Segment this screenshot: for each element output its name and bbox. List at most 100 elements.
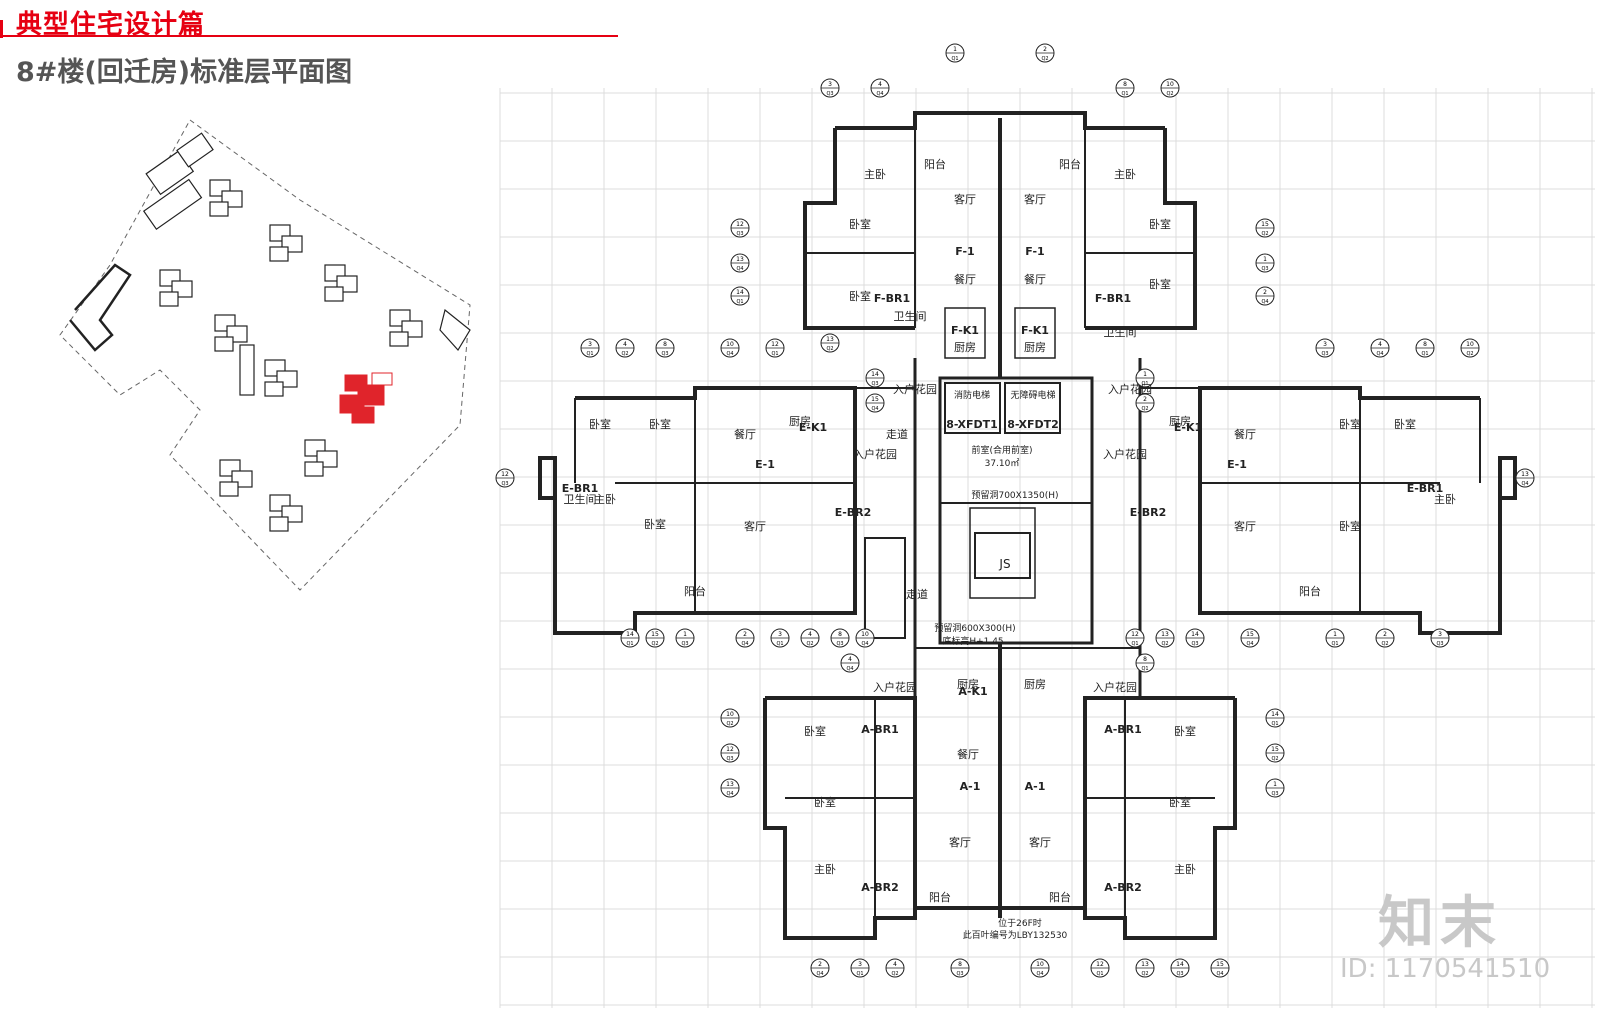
axis-bubble-sub: Q3 bbox=[661, 351, 668, 357]
axis-bubble-sub: Q2 bbox=[1261, 231, 1268, 237]
axis-bubble-sub: Q4 bbox=[726, 351, 733, 357]
opening-note-1: 预留洞700X1350(H) bbox=[971, 489, 1058, 501]
axis-bubble-number: 3 bbox=[828, 81, 832, 88]
unit-tag-ebr1-a: E-BR1 bbox=[562, 482, 599, 495]
axis-bubble-sub: Q2 bbox=[1141, 406, 1148, 412]
axis-bubble-sub: Q3 bbox=[836, 641, 843, 647]
axis-bubble-number: 12 bbox=[726, 746, 734, 753]
room-kitchen-n2: 厨房 bbox=[1024, 341, 1046, 354]
axis-bubble-sub: Q3 bbox=[1191, 641, 1198, 647]
title-accent-bar bbox=[0, 20, 3, 38]
room-entry-se: 入户花园 bbox=[1093, 680, 1137, 694]
axis-bubble-number: 14 bbox=[1271, 711, 1279, 718]
room-living-n1: 客厅 bbox=[954, 192, 976, 206]
axis-bubble-number: 15 bbox=[871, 396, 879, 403]
page-title: 8#楼(回迁房)标准层平面图 bbox=[16, 57, 353, 88]
shaft-label: JS bbox=[998, 557, 1010, 571]
axis-bubble-sub: Q4 bbox=[846, 666, 853, 672]
axis-bubble-number: 2 bbox=[1143, 396, 1147, 403]
axis-bubble-number: 15 bbox=[651, 631, 659, 638]
unit-tag-abr2-b: A-BR2 bbox=[1104, 881, 1142, 894]
axis-bubble-number: 8 bbox=[958, 961, 962, 968]
room-master-sw: 主卧 bbox=[814, 863, 836, 876]
axis-bubble-sub: Q4 bbox=[1521, 481, 1528, 487]
watermark-id: ID: 1170541510 bbox=[1340, 954, 1551, 984]
lower-wing bbox=[763, 696, 1237, 940]
axis-bubble-number: 15 bbox=[1261, 221, 1269, 228]
axis-bubble-number: 3 bbox=[588, 341, 592, 348]
axis-bubble-number: 12 bbox=[1131, 631, 1139, 638]
axis-bubble-number: 13 bbox=[736, 256, 744, 263]
room-balcony-s1: 阳台 bbox=[929, 890, 951, 904]
axis-bubble-sub: Q1 bbox=[626, 641, 633, 647]
axis-bubble-number: 10 bbox=[1466, 341, 1474, 348]
axis-bubble-number: 14 bbox=[1191, 631, 1199, 638]
axis-bubble-number: 8 bbox=[1143, 656, 1147, 663]
axis-bubble-sub: Q2 bbox=[651, 641, 658, 647]
elevator-tag-2: 8-XFDT2 bbox=[1007, 418, 1059, 431]
axis-bubble-number: 14 bbox=[626, 631, 634, 638]
room-kitchen-n1: 厨房 bbox=[954, 341, 976, 354]
axis-bubble-number: 15 bbox=[1246, 631, 1254, 638]
axis-bubble-sub: Q2 bbox=[726, 721, 733, 727]
room-master-se: 主卧 bbox=[1174, 863, 1196, 876]
axis-bubble-sub: Q4 bbox=[726, 791, 733, 797]
elevation-note: 底标高H+1.45 bbox=[942, 635, 1003, 647]
room-bed-e3: 卧室 bbox=[1339, 519, 1361, 533]
axis-bubble-number: 13 bbox=[726, 781, 734, 788]
axis-bubble-sub: Q1 bbox=[1141, 381, 1148, 387]
axis-bubble-sub: Q4 bbox=[741, 641, 748, 647]
site-plan bbox=[59, 119, 471, 591]
room-balcony-n1: 阳台 bbox=[924, 157, 946, 171]
room-kitchen-s2: 厨房 bbox=[1024, 678, 1046, 691]
elevator-label-2: 无障碍电梯 bbox=[1010, 389, 1055, 401]
slide-header: 典型住宅设计篇 8#楼(回迁房)标准层平面图 bbox=[0, 0, 620, 90]
unit-tag-ebr2-a: E-BR2 bbox=[835, 506, 872, 519]
axis-bubble-sub: Q3 bbox=[736, 231, 743, 237]
axis-bubble-number: 2 bbox=[818, 961, 822, 968]
title-underline bbox=[0, 35, 618, 37]
axis-bubble-sub: Q2 bbox=[891, 971, 898, 977]
room-living-s2: 客厅 bbox=[1029, 835, 1051, 849]
room-entry-sw: 入户花园 bbox=[873, 680, 917, 694]
drawing-grid bbox=[499, 88, 1595, 1008]
axis-bubble-sub: Q3 bbox=[871, 381, 878, 387]
room-balcony-s2: 阳台 bbox=[1049, 890, 1071, 904]
axis-bubbles: 1Q12Q23Q34Q48Q110Q212Q313Q414Q115Q21Q32Q… bbox=[495, 43, 1535, 978]
axis-bubble-sub: Q1 bbox=[736, 299, 743, 305]
axis-bubble-sub: Q2 bbox=[1466, 351, 1473, 357]
room-entry-w2: 入户花园 bbox=[893, 382, 937, 396]
highlighted-building-8 bbox=[339, 372, 393, 424]
room-bed-se2: 卧室 bbox=[1169, 795, 1191, 809]
site-boundary bbox=[59, 119, 471, 591]
axis-bubble-number: 3 bbox=[858, 961, 862, 968]
axis-bubble-number: 2 bbox=[743, 631, 747, 638]
tower-5 bbox=[214, 314, 248, 352]
axis-bubble-number: 1 bbox=[1333, 631, 1337, 638]
axis-bubble-number: 4 bbox=[893, 961, 897, 968]
axis-bubble-sub: Q1 bbox=[1096, 971, 1103, 977]
axis-bubble-number: 8 bbox=[663, 341, 667, 348]
axis-bubble-sub: Q4 bbox=[736, 266, 743, 272]
axis-bubble-sub: Q4 bbox=[816, 971, 823, 977]
core-note-2: 此百叶编号为LBY132530 bbox=[963, 929, 1068, 941]
core-note-1: 位于26F时 bbox=[998, 917, 1042, 929]
axis-bubble-number: 10 bbox=[861, 631, 869, 638]
room-wc-n1: 卫生间 bbox=[894, 309, 927, 323]
unit-tag-fbr1-a: F-BR1 bbox=[874, 292, 910, 305]
left-wing bbox=[538, 386, 915, 639]
axis-bubble-sub: Q2 bbox=[1381, 641, 1388, 647]
axis-bubble-sub: Q4 bbox=[861, 641, 868, 647]
tower-4 bbox=[324, 264, 358, 302]
axis-bubble-sub: Q2 bbox=[621, 351, 628, 357]
axis-bubble-sub: Q3 bbox=[956, 971, 963, 977]
axis-bubble-number: 1 bbox=[953, 46, 957, 53]
axis-bubble-number: 2 bbox=[1263, 289, 1267, 296]
room-dining-w: 餐厅 bbox=[734, 427, 756, 441]
axis-bubble-number: 14 bbox=[1176, 961, 1184, 968]
axis-bubble-sub: Q3 bbox=[1176, 971, 1183, 977]
unit-tag-fk1-a: F-K1 bbox=[951, 324, 979, 337]
tower-9 bbox=[304, 439, 338, 477]
elevator-tag-1: 8-XFDT1 bbox=[946, 418, 998, 431]
room-bed-w2: 卧室 bbox=[649, 417, 671, 431]
